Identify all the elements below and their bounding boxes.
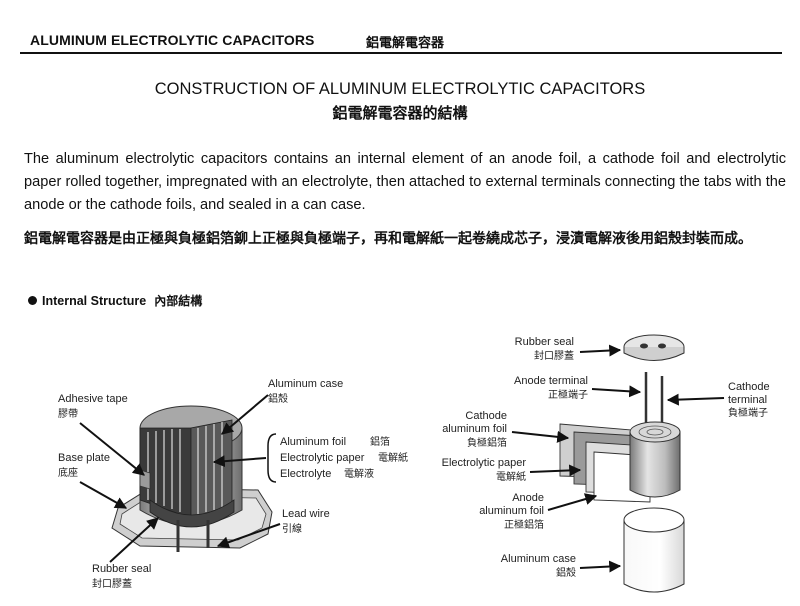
- svg-text:Electrolytic paper: Electrolytic paper: [442, 457, 527, 469]
- svg-text:Adhesive tape: Adhesive tape: [58, 393, 128, 405]
- svg-text:Anode: Anode: [512, 492, 544, 504]
- svg-text:Cathode: Cathode: [728, 381, 770, 393]
- svg-text:Base plate: Base plate: [58, 452, 110, 464]
- svg-text:電解紙: 電解紙: [378, 451, 408, 464]
- svg-text:Aluminum case: Aluminum case: [501, 553, 576, 565]
- svg-text:Aluminum case: Aluminum case: [268, 378, 343, 390]
- svg-text:封口膠蓋: 封口膠蓋: [92, 577, 132, 590]
- svg-text:負極鋁箔: 負極鋁箔: [467, 436, 507, 449]
- svg-text:aluminum foil: aluminum foil: [442, 423, 507, 435]
- svg-text:底座: 底座: [58, 466, 78, 479]
- body-paragraph-zh: 鋁電解電容器是由正極與負極鋁箔鉚上正極與負極端子，再和電解紙一起卷繞成芯子，浸漬…: [24, 231, 752, 247]
- left-label-rubber-seal: Rubber seal 封口膠蓋: [92, 517, 159, 590]
- page-title-zh: 鋁電解電容器的結構: [332, 104, 468, 122]
- svg-text:鋁殼: 鋁殼: [268, 392, 288, 405]
- left-label-base-plate: Base plate 底座: [58, 452, 128, 509]
- right-label-electrolytic-paper: Electrolytic paper 電解紙: [442, 457, 582, 483]
- svg-text:aluminum foil: aluminum foil: [479, 505, 544, 517]
- svg-text:電解紙: 電解紙: [496, 470, 526, 483]
- svg-text:Rubber seal: Rubber seal: [92, 563, 151, 575]
- left-label-aluminum-case: Aluminum case 鋁殼: [221, 378, 343, 435]
- cutaway-capacitor-illustration: [111, 405, 273, 552]
- svg-text:膠帶: 膠帶: [58, 408, 78, 420]
- svg-text:引線: 引線: [282, 522, 302, 535]
- section-heading-zh: 內部結構: [154, 294, 203, 308]
- right-label-rubber-seal: Rubber seal 封口膠蓋: [515, 336, 622, 362]
- svg-text:Electrolyte: Electrolyte: [280, 468, 331, 480]
- header-title-zh: 鋁電解電容器: [366, 36, 445, 51]
- exploded-capacitor-illustration: [559, 334, 685, 593]
- svg-text:正極鋁箔: 正極鋁箔: [504, 518, 544, 531]
- left-label-element-group: Aluminum foil 鋁箔 Electrolytic paper 電解紙 …: [212, 433, 408, 483]
- left-label-lead-wire: Lead wire 引線: [216, 508, 330, 549]
- svg-text:Anode terminal: Anode terminal: [514, 375, 588, 387]
- svg-text:Cathode: Cathode: [465, 410, 507, 422]
- bullet-icon: [28, 296, 37, 305]
- svg-text:封口膠蓋: 封口膠蓋: [534, 349, 574, 362]
- right-label-cathode-foil: Cathode aluminum foil 負極鋁箔: [442, 410, 570, 449]
- svg-text:Aluminum foil: Aluminum foil: [280, 436, 346, 448]
- page-title-en: CONSTRUCTION OF ALUMINUM ELECTROLYTIC CA…: [154, 80, 646, 98]
- header-title-en: ALUMINUM ELECTROLYTIC CAPACITORS: [30, 32, 315, 48]
- page-header: ALUMINUM ELECTROLYTIC CAPACITORS 鋁電解電容器: [20, 30, 782, 54]
- svg-text:電解液: 電解液: [344, 467, 374, 480]
- right-label-anode-foil: Anode aluminum foil 正極鋁箔: [479, 492, 598, 531]
- section-heading-en: Internal Structure: [42, 294, 147, 308]
- svg-text:鋁箔: 鋁箔: [370, 435, 390, 448]
- svg-text:Lead wire: Lead wire: [282, 508, 330, 520]
- body-paragraph-en: The aluminum electrolytic capacitors con…: [24, 151, 786, 213]
- svg-text:負極端子: 負極端子: [728, 406, 768, 419]
- svg-text:鋁殼: 鋁殼: [556, 566, 576, 579]
- svg-text:terminal: terminal: [728, 394, 767, 406]
- right-label-aluminum-case: Aluminum case 鋁殼: [501, 553, 622, 579]
- svg-text:Electrolytic paper: Electrolytic paper: [280, 452, 365, 464]
- right-label-cathode-terminal: Cathode terminal 負極端子: [666, 381, 770, 419]
- svg-text:Rubber seal: Rubber seal: [515, 336, 574, 348]
- svg-text:正極端子: 正極端子: [548, 388, 588, 401]
- left-label-adhesive-tape: Adhesive tape 膠帶: [58, 393, 145, 476]
- right-label-anode-terminal: Anode terminal 正極端子: [514, 375, 642, 401]
- section-heading: Internal Structure 內部結構: [28, 292, 202, 309]
